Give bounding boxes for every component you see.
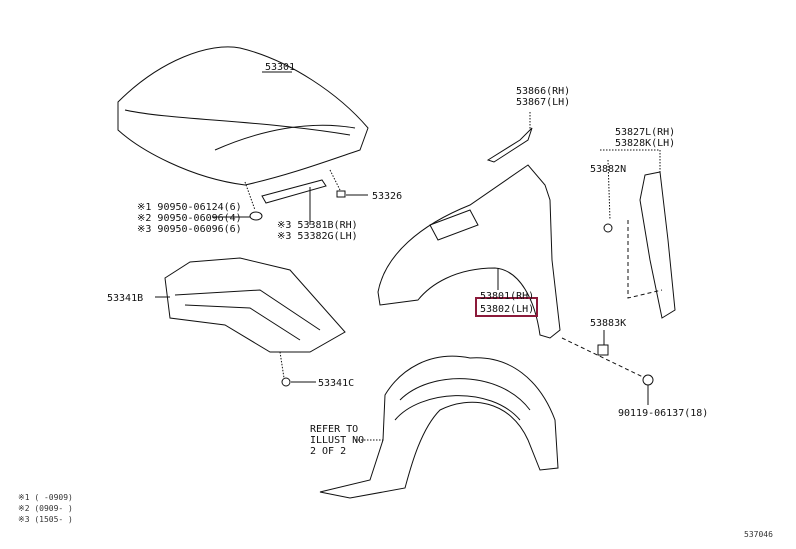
refer-note-line-3: 2 OF 2 — [310, 446, 346, 457]
fender-liner-drawing — [319, 355, 559, 499]
hood-seal-drawing — [261, 179, 327, 204]
label-53867[interactable]: 53867(LH) — [516, 97, 570, 108]
fender-nut-drawing — [597, 344, 609, 356]
selected-part-highlight — [475, 297, 538, 317]
label-53326[interactable]: 53326 — [372, 191, 402, 202]
fender-drawing — [377, 164, 561, 339]
hood-clip-drawing — [336, 190, 346, 198]
label-53801[interactable]: 53801(RH) — [480, 291, 534, 302]
label-plug-3[interactable]: ※3 90950-06096(6) — [137, 224, 242, 235]
label-53341c[interactable]: 53341C — [318, 378, 354, 389]
label-53883k[interactable]: 53883K — [590, 318, 626, 329]
label-53381b[interactable]: ※3 53381B(RH) — [277, 220, 358, 231]
diagram-id: 537046 — [744, 530, 773, 539]
label-53866[interactable]: 53866(RH) — [516, 86, 570, 97]
refer-note-line-2[interactable]: ILLUST NO — [310, 435, 364, 446]
refer-note-line-1: REFER TO — [310, 424, 358, 435]
label-53341b[interactable]: 53341B — [107, 293, 143, 304]
label-plug-1[interactable]: ※1 90950-06124(6) — [137, 202, 242, 213]
footnote-2: ※2 (0909- ) — [18, 504, 73, 513]
footnote-3: ※3 (1505- ) — [18, 515, 73, 524]
fender-bracket-drawing — [639, 171, 676, 319]
fender-seal-drawing — [486, 127, 533, 163]
label-53827l[interactable]: 53827L(RH) — [615, 127, 675, 138]
hood-drawing — [117, 46, 369, 186]
hood-insulator-drawing — [164, 257, 346, 353]
label-53882n[interactable]: 53882N — [590, 164, 626, 175]
footnote-1: ※1 ( -0909) — [18, 493, 73, 502]
label-53828k[interactable]: 53828K(LH) — [615, 138, 675, 149]
label-53802[interactable]: 53802(LH) — [480, 304, 534, 315]
label-plug-2[interactable]: ※2 90950-06096(4) — [137, 213, 242, 224]
hood-plug-drawing — [249, 211, 263, 221]
label-53382g[interactable]: ※3 53382G(LH) — [277, 231, 358, 242]
label-53301[interactable]: 53301 — [265, 62, 295, 73]
label-90119[interactable]: 90119-06137(18) — [618, 408, 708, 419]
